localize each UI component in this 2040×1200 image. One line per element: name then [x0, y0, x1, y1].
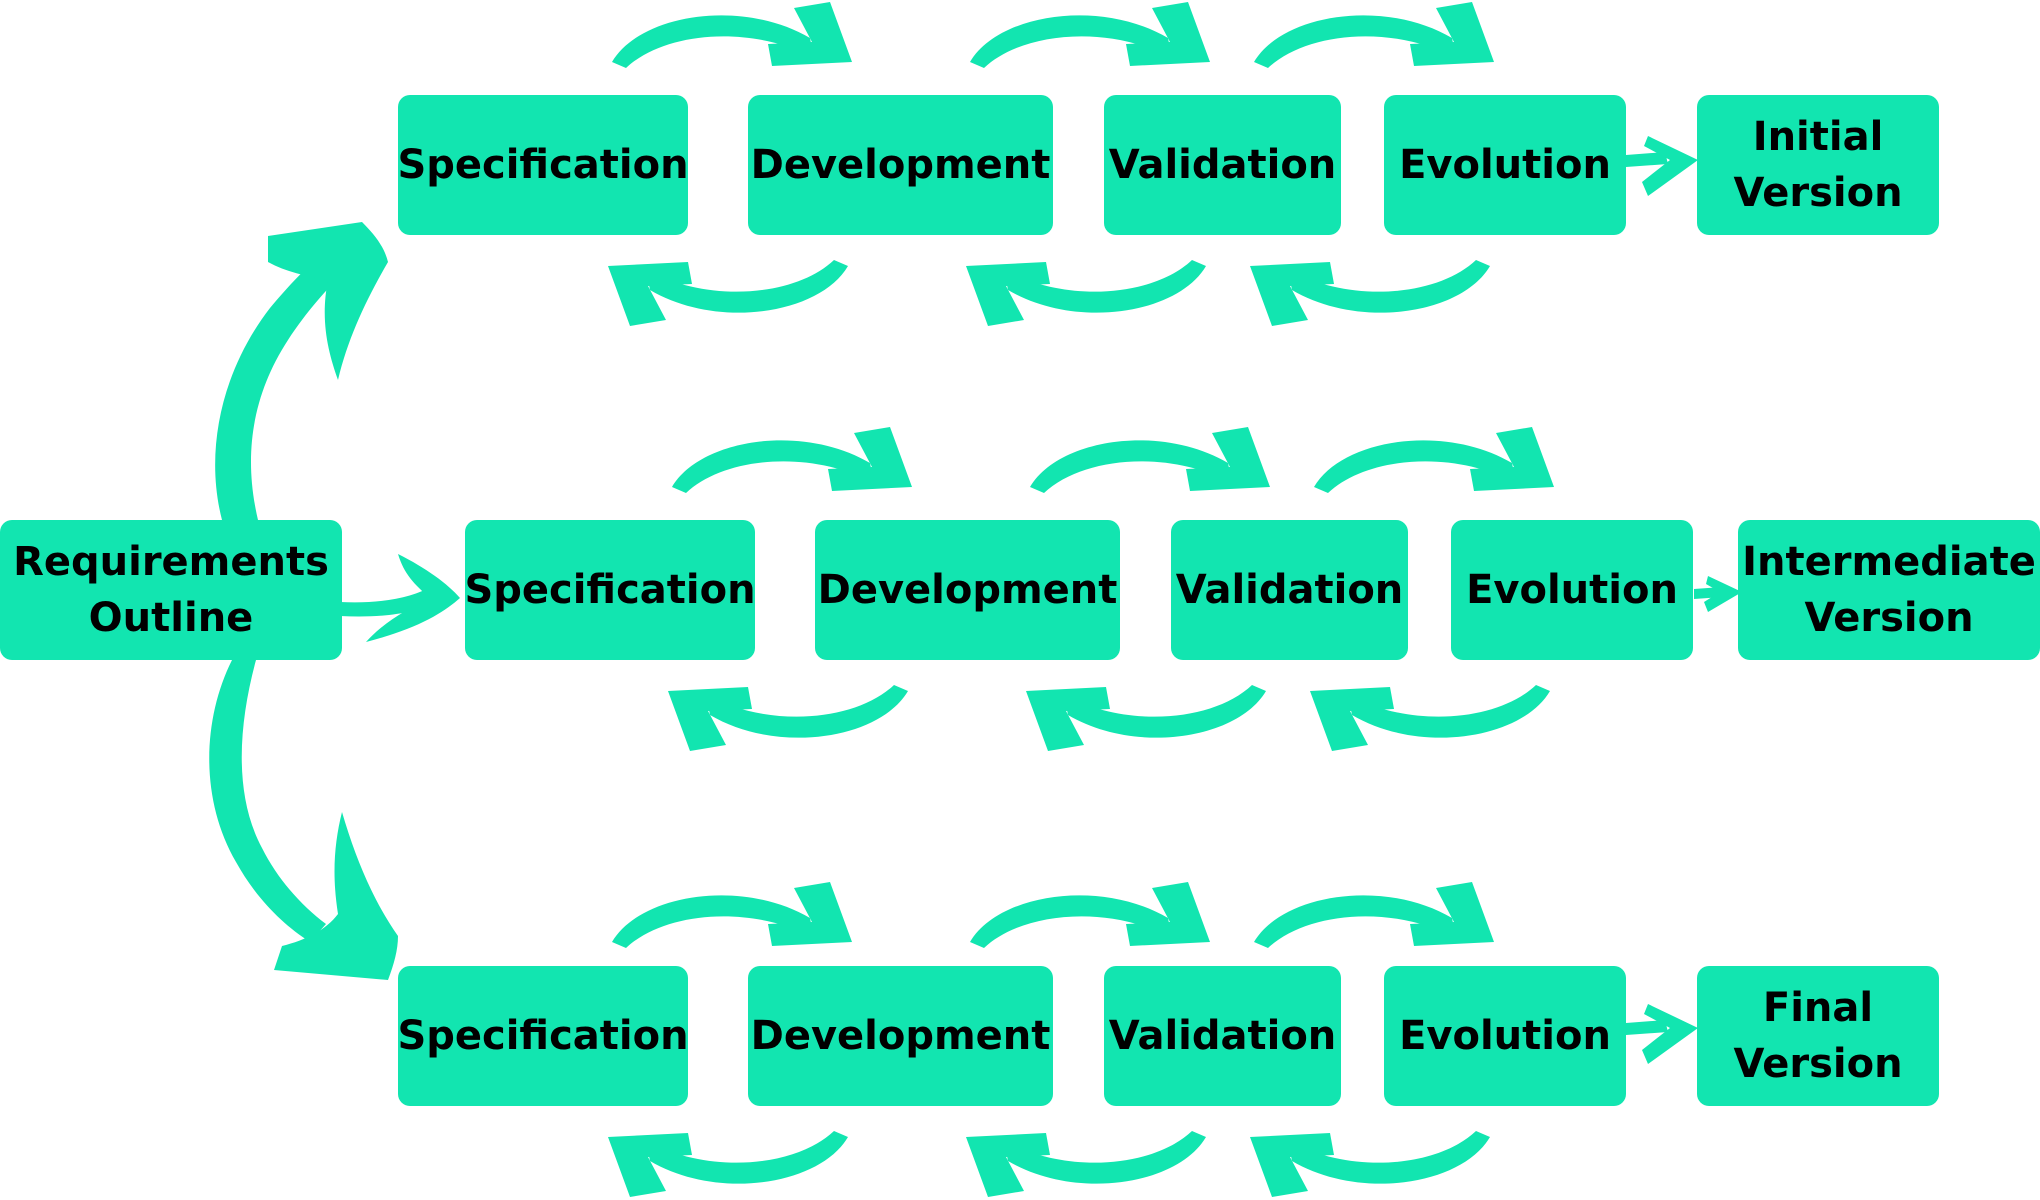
result-arrow-icon	[1694, 576, 1742, 612]
box-label: Development	[750, 142, 1051, 188]
back-arrow-icon	[1250, 1131, 1490, 1197]
forward-arrow-icon	[672, 427, 912, 493]
box-label: Evolution	[1466, 567, 1678, 613]
box-label: Final Version	[1733, 985, 1903, 1087]
back-arrow-icon	[608, 1131, 848, 1197]
evolution-box: Evolution	[1451, 520, 1693, 660]
final-version-box: Final Version	[1697, 966, 1939, 1106]
box-label: Validation	[1108, 1013, 1337, 1059]
development-box: Development	[748, 966, 1053, 1106]
initial-version-box: Initial Version	[1697, 95, 1939, 235]
back-arrow-icon	[1026, 685, 1266, 751]
box-label: Evolution	[1399, 142, 1611, 188]
intermediate-version-box: Intermediate Version	[1738, 520, 2040, 660]
validation-box: Validation	[1171, 520, 1408, 660]
back-arrow-icon	[1250, 260, 1490, 326]
box-label: Validation	[1108, 142, 1337, 188]
box-label: Specification	[397, 142, 689, 188]
start-arrow-icon	[340, 554, 460, 642]
validation-box: Validation	[1104, 95, 1341, 235]
result-arrow-icon	[1626, 1004, 1698, 1064]
result-arrow-icon	[1626, 136, 1698, 196]
box-label: Development	[817, 567, 1118, 613]
forward-arrow-icon	[612, 2, 852, 68]
back-arrow-icon	[1310, 685, 1550, 751]
evolution-box: Evolution	[1384, 95, 1626, 235]
back-arrow-icon	[966, 260, 1206, 326]
back-arrow-icon	[608, 260, 848, 326]
back-arrow-icon	[966, 1131, 1206, 1197]
box-label: Requirements Outline	[13, 539, 329, 641]
back-arrow-icon	[668, 685, 908, 751]
box-label: Evolution	[1399, 1013, 1611, 1059]
box-label: Intermediate Version	[1742, 539, 2036, 641]
forward-arrow-icon	[1314, 427, 1554, 493]
forward-arrow-icon	[970, 2, 1210, 68]
requirements-outline-box: Requirements Outline	[0, 520, 342, 660]
forward-arrow-icon	[1030, 427, 1270, 493]
validation-box: Validation	[1104, 966, 1341, 1106]
forward-arrow-icon	[970, 882, 1210, 948]
box-label: Specification	[464, 567, 756, 613]
box-label: Development	[750, 1013, 1051, 1059]
forward-arrow-icon	[1254, 2, 1494, 68]
box-label: Specification	[397, 1013, 689, 1059]
evolution-box: Evolution	[1384, 966, 1626, 1106]
specification-box: Specification	[464, 520, 756, 660]
development-box: Development	[748, 95, 1053, 235]
branch-down-arrow-icon	[209, 660, 398, 980]
development-box: Development	[815, 520, 1120, 660]
branch-up-arrow-icon	[215, 222, 388, 520]
specification-box: Specification	[397, 95, 689, 235]
box-label: Validation	[1175, 567, 1404, 613]
forward-arrow-icon	[1254, 882, 1494, 948]
box-label: Initial Version	[1733, 114, 1903, 216]
specification-box: Specification	[397, 966, 689, 1106]
forward-arrow-icon	[612, 882, 852, 948]
